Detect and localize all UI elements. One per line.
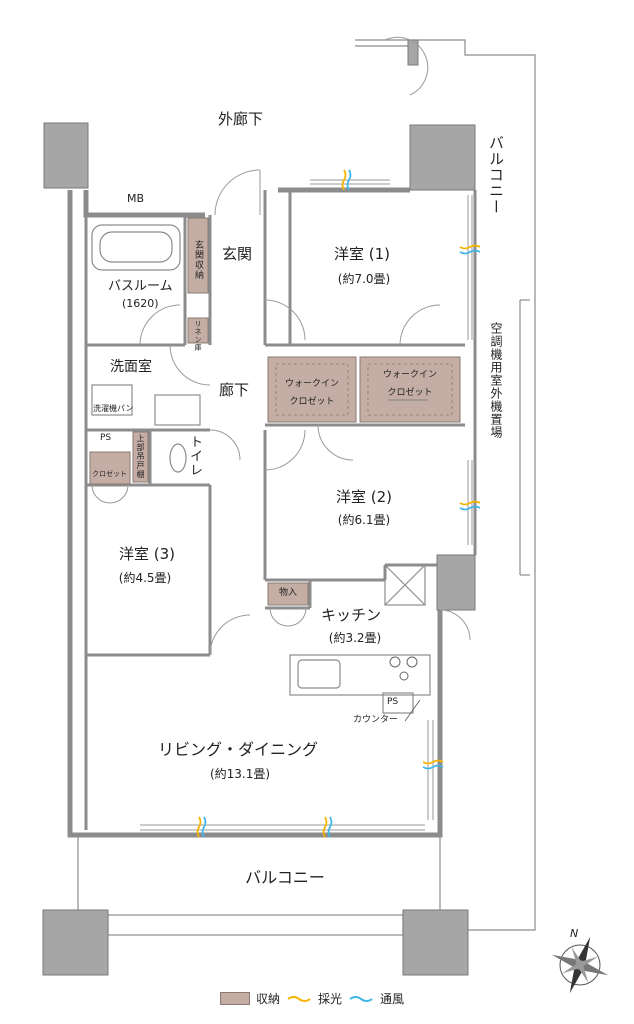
windows: [140, 179, 473, 831]
counter-leader: [404, 699, 421, 722]
kitchen-label: キッチン: [320, 606, 382, 624]
balcony-outline: [355, 39, 536, 931]
walkin2-line2: クロゼット: [387, 388, 433, 398]
fixtures: [91, 224, 431, 714]
door-swings: [91, 36, 471, 656]
compass-n-label: N: [570, 927, 579, 940]
legend-storage: 収納: [256, 992, 281, 1006]
bathroom-label: バスルーム: [108, 279, 173, 294]
hallway-label: 廊下: [219, 381, 250, 399]
light-swatch: [287, 995, 311, 1002]
marker-living-right: [422, 759, 444, 770]
closet-label: クロゼット: [92, 470, 127, 478]
legend-wind: 通風: [380, 992, 405, 1006]
room3-size-label: (約4.5畳): [118, 571, 172, 585]
balcony-bottom-label: バルコニー: [245, 868, 325, 887]
storage-label: 物入: [279, 588, 298, 598]
ac-area-label: 空調機用室外機置場: [489, 322, 503, 439]
toilet-label: トイレ: [187, 435, 202, 477]
legend-light: 採光: [318, 992, 343, 1006]
stove-burners: [389, 656, 418, 681]
ps-lower-label: PS: [387, 697, 399, 707]
balcony-side-label: バルコニー: [487, 135, 505, 215]
living-label: リビング・ダイニング: [157, 740, 319, 759]
legend: 収納 採光 通風: [220, 990, 404, 1007]
storage-swatch: [220, 992, 250, 1005]
pillars: [42, 39, 476, 976]
entrance-label: 玄関: [222, 245, 253, 263]
washroom-label: 洗面室: [110, 359, 152, 375]
marker-living-bottom-1: [196, 816, 207, 838]
ps-upper-label: PS: [100, 433, 112, 443]
outer-corridor-label: 外廊下: [218, 110, 264, 128]
marker-top: [341, 169, 352, 191]
mb-label: MB: [127, 192, 145, 205]
living-size-label: (約13.1畳): [209, 767, 271, 781]
storage-hatching: [275, 363, 453, 416]
compass-icon: [551, 936, 609, 994]
laundry-pan-label: 洗濯機パン: [93, 404, 134, 413]
linen-label: リネン庫: [194, 320, 202, 352]
walkin2-line1: ウォークイン: [382, 370, 438, 380]
bathroom-size-label: (1620): [122, 297, 159, 310]
marker-room1: [459, 244, 481, 255]
marker-room2: [459, 500, 481, 511]
counter-label: カウンター: [353, 715, 399, 725]
upper-cabinet-label: 上部吊戸棚: [136, 434, 145, 479]
kitchen-size-label: (約3.2畳): [328, 631, 382, 645]
storage-areas: [89, 217, 461, 606]
light-wind-markers: [196, 169, 481, 838]
marker-living-bottom-2: [322, 816, 333, 838]
room2-size-label: (約6.1畳): [337, 513, 391, 527]
walkin1-line1: ウォークイン: [284, 379, 340, 389]
room1-size-label: (約7.0畳): [337, 272, 391, 286]
entrance-storage-label: 玄関収納: [193, 240, 203, 280]
room2-label: 洋室 (2): [335, 488, 393, 506]
room3-label: 洋室 (3): [118, 545, 176, 563]
room1-label: 洋室 (1): [333, 245, 391, 263]
walkin1-line2: クロゼット: [289, 397, 335, 407]
wind-swatch: [349, 995, 373, 1002]
